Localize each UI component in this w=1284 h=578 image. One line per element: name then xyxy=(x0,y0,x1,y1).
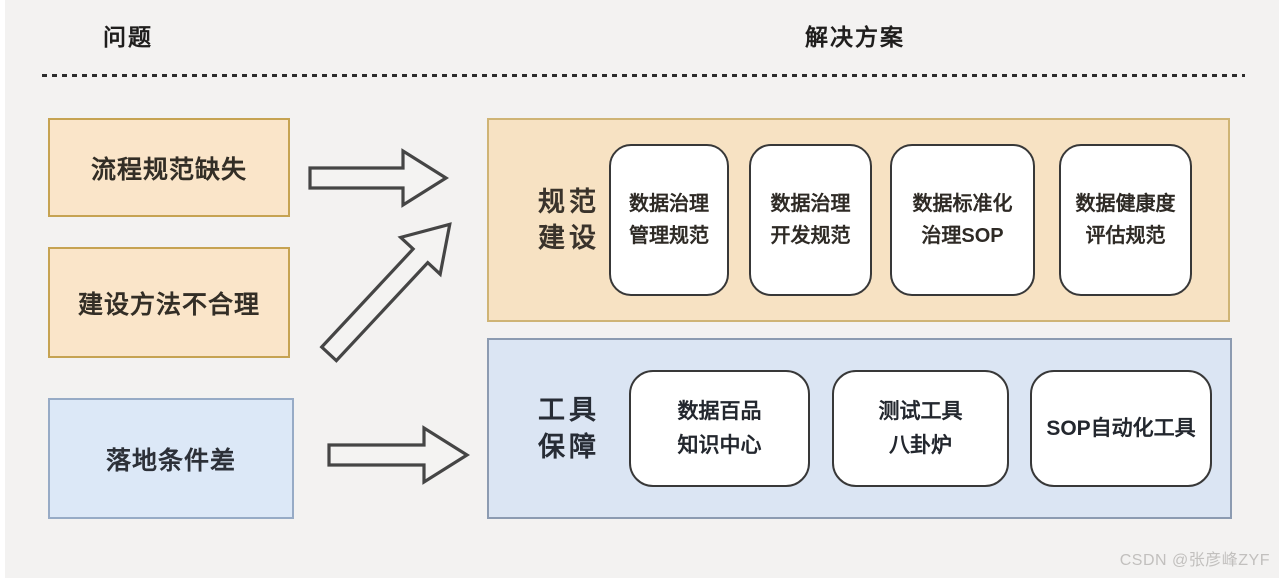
group-title-line: 规范 xyxy=(538,186,600,217)
solution-card-line: 评估规范 xyxy=(1085,225,1166,247)
arrow-right-icon xyxy=(326,424,470,486)
solution-card-line: 数据百品 xyxy=(677,399,762,423)
solution-card-line: 治理SOP xyxy=(921,225,1004,247)
solution-card-line: 开发规范 xyxy=(770,225,851,247)
solution-group-tool-support: 工具 保障 数据百品 知识中心 测试工具 八卦炉 SOP自动化工具 xyxy=(487,338,1232,519)
problem-box-label: 建设方法不合理 xyxy=(77,290,260,319)
group-title-line: 建设 xyxy=(538,223,600,253)
problem-box-process-spec-missing: 流程规范缺失 xyxy=(48,118,290,217)
solution-card-data-standardization-sop: 数据标准化 治理SOP xyxy=(890,144,1035,296)
group-title-tool-support: 工具 保障 xyxy=(519,340,619,517)
solution-card-test-tool-bagua-furnace: 测试工具 八卦炉 xyxy=(832,370,1009,487)
solution-card-line: 管理规范 xyxy=(629,225,709,247)
solution-group-spec-building: 规范 建设 数据治理 管理规范 数据治理 开发规范 数据标准化 治理SOP 数据… xyxy=(487,118,1230,322)
dashed-divider xyxy=(42,74,1245,77)
solution-card-line: 八卦炉 xyxy=(889,433,952,457)
group-title-line: 保障 xyxy=(538,431,600,462)
problem-column-header: 问题 xyxy=(103,24,153,50)
solution-card-line: SOP自动化工具 xyxy=(1046,416,1196,440)
problem-box-label: 流程规范缺失 xyxy=(90,155,247,184)
arrow-up-right-icon xyxy=(304,201,474,377)
solution-card-line: 数据治理 xyxy=(629,193,709,215)
arrow-right-icon xyxy=(307,147,449,209)
solution-card-data-governance-dev-spec: 数据治理 开发规范 xyxy=(749,144,872,296)
group-title-line: 工具 xyxy=(538,395,600,426)
solution-card-line: 数据标准化 xyxy=(912,193,1013,215)
right-edge-strip xyxy=(1279,0,1284,578)
left-edge-strip xyxy=(0,0,5,578)
solution-card-line: 知识中心 xyxy=(677,433,762,457)
solution-card-line: 数据健康度 xyxy=(1075,193,1176,215)
solution-card-sop-automation-tool: SOP自动化工具 xyxy=(1030,370,1212,487)
solution-card-line: 数据治理 xyxy=(770,193,851,215)
problem-box-method-unreasonable: 建设方法不合理 xyxy=(48,247,290,358)
solution-card-data-knowledge-center: 数据百品 知识中心 xyxy=(629,370,810,487)
problem-box-label: 落地条件差 xyxy=(105,446,236,475)
solution-column-header: 解决方案 xyxy=(805,24,905,50)
solution-card-data-governance-mgmt-spec: 数据治理 管理规范 xyxy=(609,144,729,296)
problem-box-poor-landing-conditions: 落地条件差 xyxy=(48,398,294,519)
solution-card-line: 测试工具 xyxy=(878,399,963,423)
watermark: CSDN @张彦峰ZYF xyxy=(1119,552,1270,569)
group-title-spec-building: 规范 建设 xyxy=(519,120,619,320)
solution-card-data-health-eval-spec: 数据健康度 评估规范 xyxy=(1059,144,1192,296)
